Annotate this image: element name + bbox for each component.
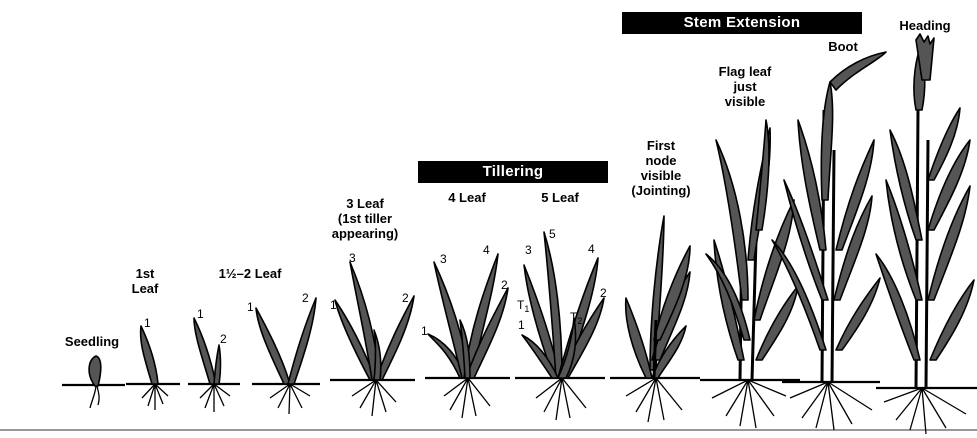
label-first-leaf: 1st Leaf xyxy=(118,266,172,296)
leaf-number: 2 xyxy=(600,286,607,300)
leaf-number: 1 xyxy=(421,324,428,338)
tiller-subscript: 2 xyxy=(577,316,582,326)
leaf-number: 1 xyxy=(330,298,337,312)
leaf-number: 5 xyxy=(549,227,556,241)
leaf-number: 3 xyxy=(349,251,356,265)
leaf-number: 1 xyxy=(197,307,204,321)
plant-first-node xyxy=(610,216,700,422)
plant-two-leaf xyxy=(252,298,320,414)
leaf-number: 4 xyxy=(483,243,490,257)
label-one-half-two-leaf: 1½–2 Leaf xyxy=(200,266,300,281)
label-heading: Heading xyxy=(890,18,960,33)
leaf-number: 1 xyxy=(518,318,525,332)
plant-heading xyxy=(876,34,977,434)
stem-extension-header: Stem Extension xyxy=(622,12,862,34)
leaf-number: 2 xyxy=(501,278,508,292)
leaf-number: 3 xyxy=(525,243,532,257)
label-three-leaf: 3 Leaf (1st tiller appearing) xyxy=(315,196,415,241)
label-boot: Boot xyxy=(818,39,868,54)
plant-seedling xyxy=(62,356,125,408)
plant-five-leaf xyxy=(515,232,605,420)
label-first-node: First node visible (Jointing) xyxy=(616,138,706,198)
leaf-number: 2 xyxy=(402,291,409,305)
label-five-leaf: 5 Leaf xyxy=(525,190,595,205)
plant-four-leaf xyxy=(425,254,510,418)
label-seedling: Seedling xyxy=(52,334,132,349)
label-flag-leaf: Flag leaf just visible xyxy=(700,64,790,109)
tiller-subscript: 1 xyxy=(524,304,529,314)
plant-one-half-leaf xyxy=(188,318,240,412)
leaf-number: 2 xyxy=(302,291,309,305)
plant-first-leaf xyxy=(126,326,180,410)
tiller-label-t2: T2 xyxy=(570,310,582,326)
label-four-leaf: 4 Leaf xyxy=(432,190,502,205)
tillering-header: Tillering xyxy=(418,161,608,183)
leaf-number: 1 xyxy=(144,316,151,330)
tiller-label-t1: T1 xyxy=(517,298,529,314)
leaf-number: 1 xyxy=(247,300,254,314)
leaf-number: 3 xyxy=(440,252,447,266)
plant-three-leaf xyxy=(330,262,415,416)
leaf-number: 4 xyxy=(588,242,595,256)
leaf-number: 2 xyxy=(220,332,227,346)
